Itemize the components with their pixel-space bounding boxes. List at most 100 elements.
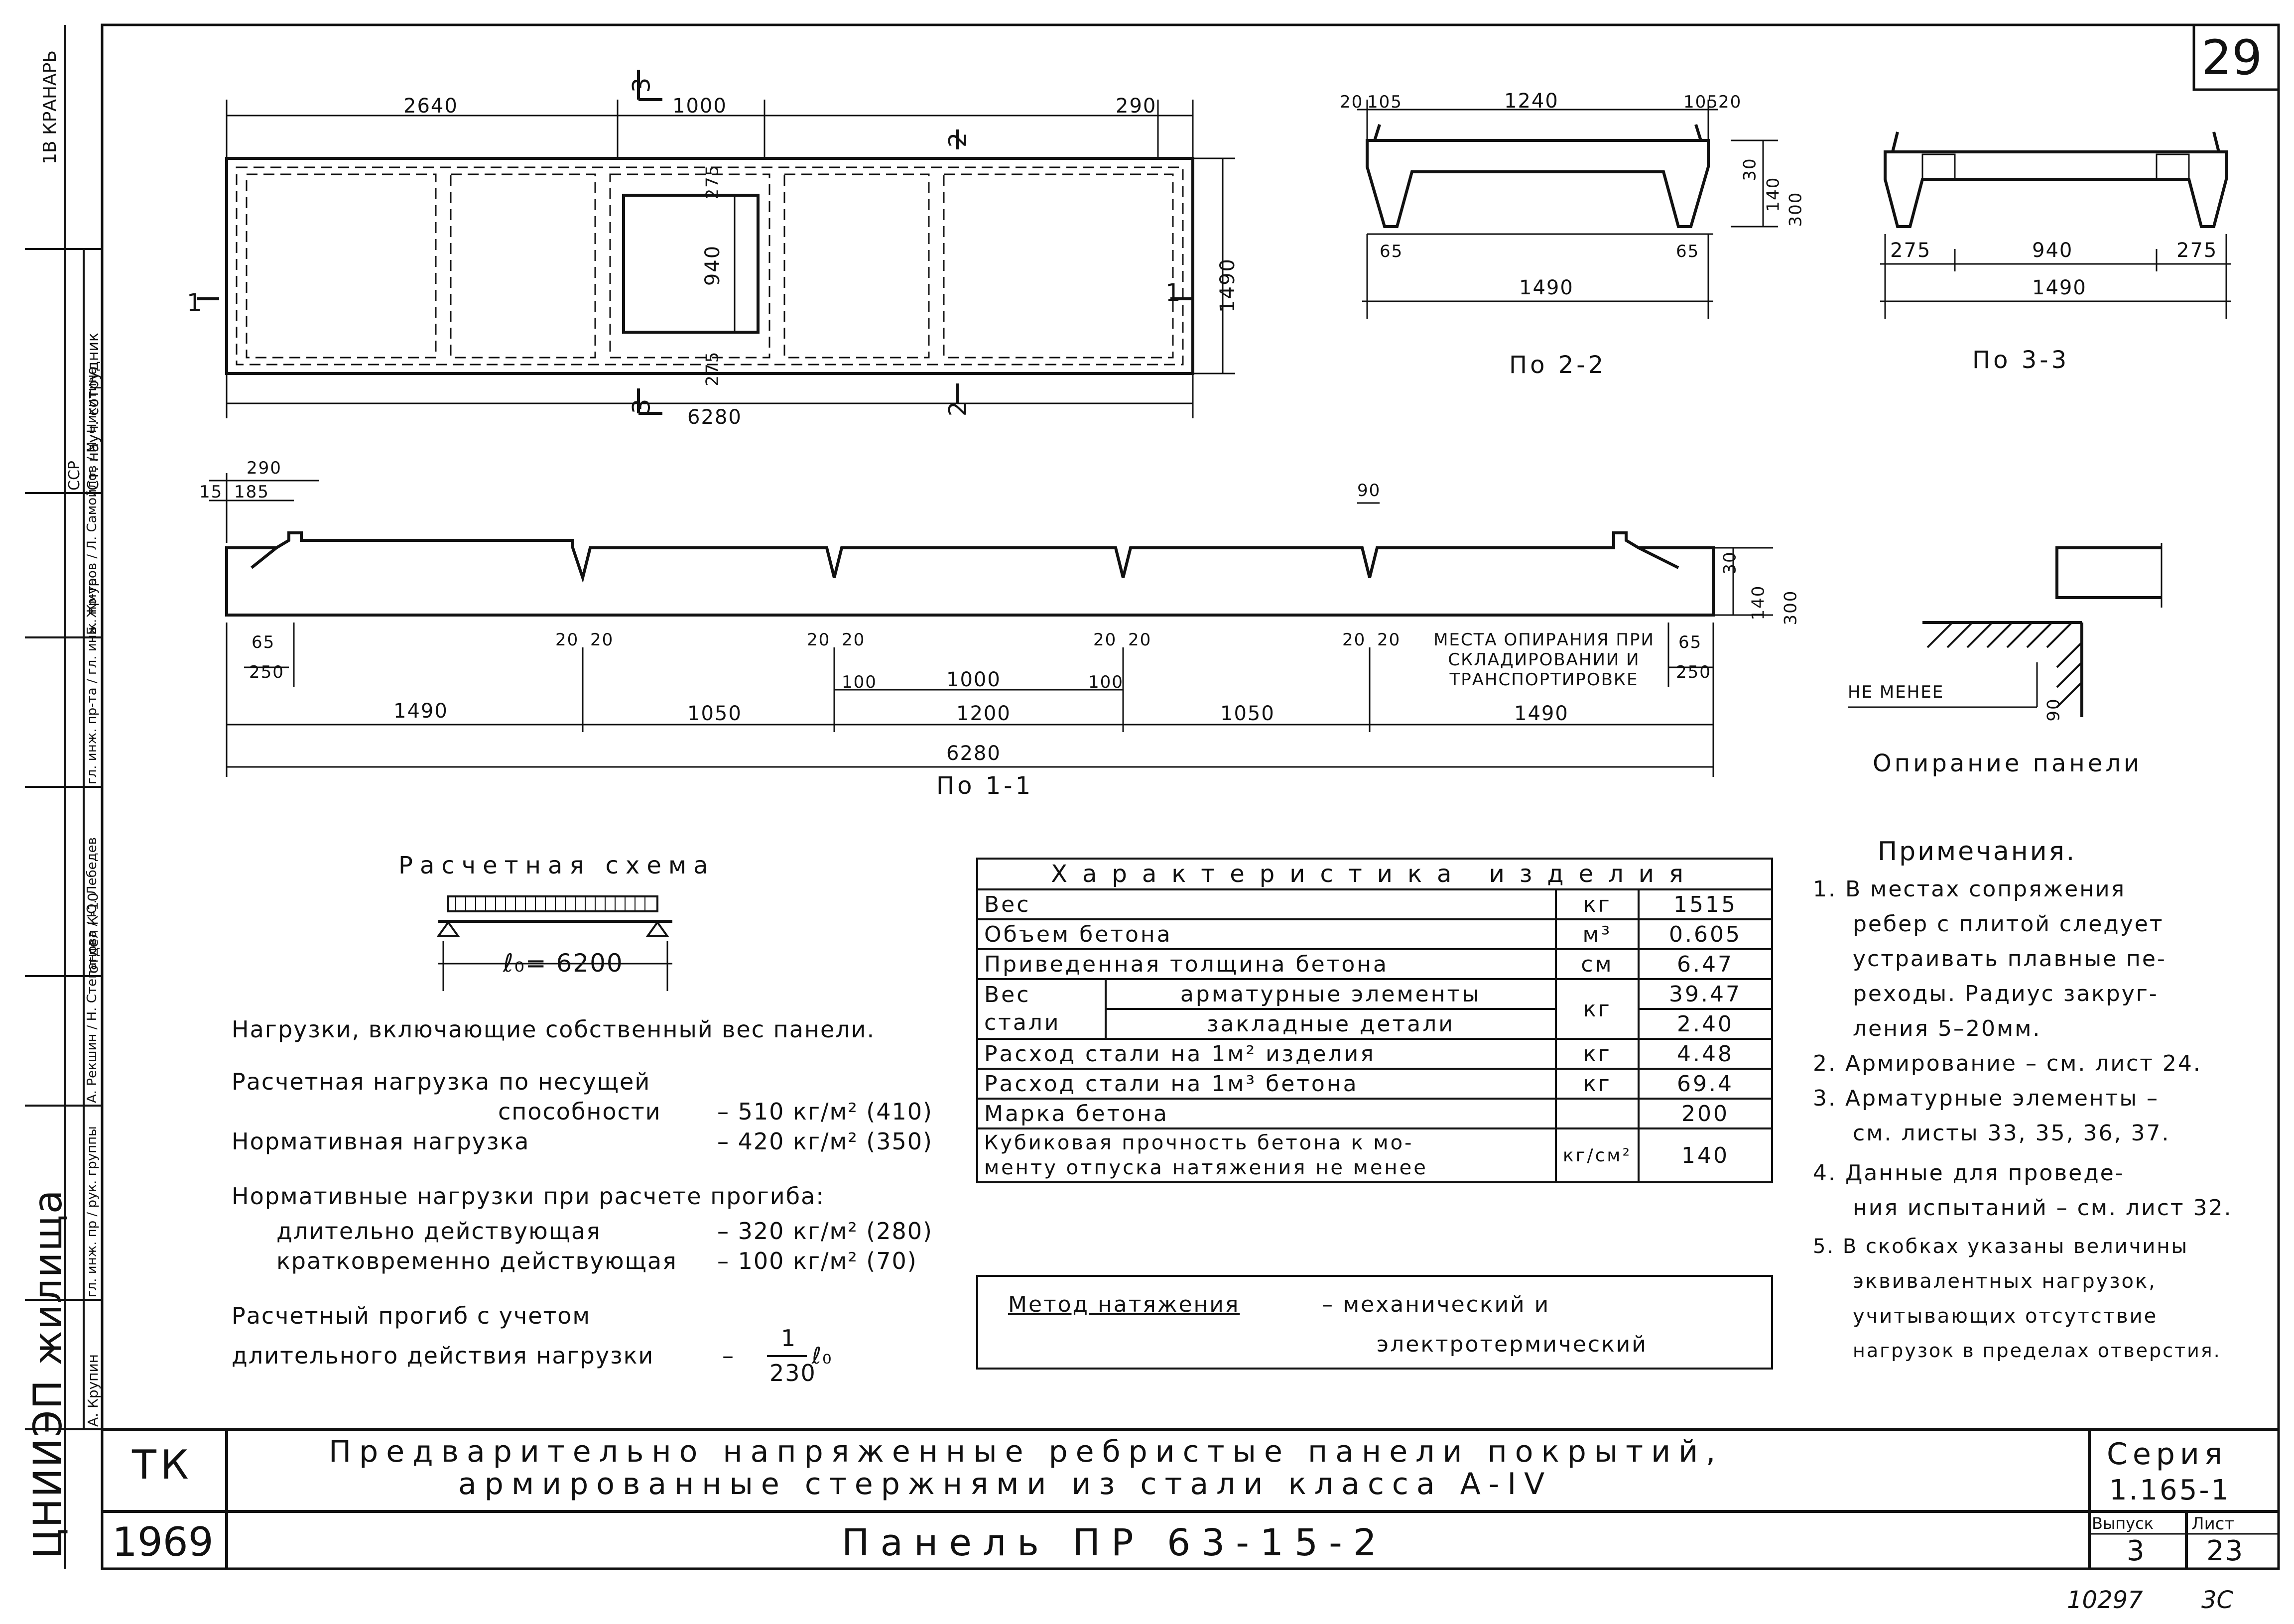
cut-mark-3-bottom: 3 <box>628 395 656 414</box>
normative-load-value: – 420 кг/м² (350) <box>717 1128 933 1155</box>
note-line: 3. Арматурные элементы – <box>1813 1086 2160 1111</box>
table-header: Характеристика изделия <box>976 858 1773 890</box>
s11-dim-300: 300 <box>1781 590 1801 625</box>
row-unit: кг <box>1554 888 1640 920</box>
s11-rib-4a: 20 <box>1342 630 1366 650</box>
deflection-denominator: 230 <box>769 1360 816 1386</box>
s22-caption: По 2-2 <box>1509 351 1607 379</box>
s22-dim-1240: 1240 <box>1504 90 1559 113</box>
row-name: Приведенная толщина бетона <box>976 948 1557 980</box>
steel-sub-1: арматурные элементы <box>1105 978 1557 1010</box>
row-unit <box>1554 1098 1640 1129</box>
cut-mark-2-bottom: 2 <box>944 398 972 417</box>
institute-name: ЦНИИЭП жилища <box>26 1189 71 1559</box>
plan-dim-6280: 6280 <box>687 406 742 429</box>
support-caption: Опирание панели <box>1873 750 2143 777</box>
stamp-row-7: гл. инж. пр / рук. группы <box>85 1126 100 1297</box>
table-row: Приведенная толщина бетона см 6.47 <box>976 948 1773 980</box>
plan-dim-1000: 1000 <box>672 95 727 118</box>
s11-chain-1490b: 1490 <box>1514 702 1569 725</box>
s11-rib-1b: 20 <box>590 630 614 650</box>
s11-rib-4b: 20 <box>1377 630 1401 650</box>
normative-load-label: Нормативная нагрузка <box>232 1128 530 1155</box>
long-load-value: – 320 кг/м² (280) <box>717 1218 933 1245</box>
s11-rib-1a: 20 <box>555 630 579 650</box>
cut-mark-1-right: 1 <box>1165 279 1184 307</box>
s11-dim-290: 290 <box>247 458 282 478</box>
notes-title: Примечания. <box>1878 837 2077 867</box>
plan-dim-2640: 2640 <box>403 95 458 118</box>
table-row: Вес кг 1515 <box>976 888 1773 920</box>
s11-chain-1050a: 1050 <box>687 702 742 725</box>
strength-label: Кубиковая прочность бетона к мо-менту от… <box>976 1127 1557 1183</box>
s11-dim-30: 30 <box>1720 551 1740 575</box>
sheet-label: Лист <box>2191 1514 2235 1534</box>
row-unit: см <box>1554 948 1640 980</box>
table-row: Объем бетона м³ 0.605 <box>976 918 1773 950</box>
table-header-row: Характеристика изделия <box>976 858 1773 890</box>
row-value: 200 <box>1638 1098 1773 1129</box>
s11-dim-100b: 100 <box>1088 672 1124 692</box>
deflection-symbol: ℓ₀ <box>812 1342 833 1369</box>
s11-rib-3a: 20 <box>1093 630 1117 650</box>
section-3-3-outline <box>1884 131 2228 228</box>
s33-dim-275b: 275 <box>2176 239 2218 262</box>
s33-dim-940: 940 <box>2032 239 2073 262</box>
s11-rib-2a: 20 <box>807 630 831 650</box>
s22-dim-140: 140 <box>1763 176 1784 212</box>
row-name: Расход стали на 1м³ бетона <box>976 1068 1557 1100</box>
table-row: Марка бетона 200 <box>976 1098 1773 1129</box>
steel-value-1: 39.47 <box>1638 978 1773 1010</box>
strength-unit: кг/см² <box>1554 1127 1640 1183</box>
s11-chain-1200: 1200 <box>956 702 1011 725</box>
row-value: 6.47 <box>1638 948 1773 980</box>
stamp-row-6: А. Рекшин / Н. Степанова / Ю. Лебедев <box>85 837 100 1103</box>
row-unit: м³ <box>1554 918 1640 950</box>
table-row: Расход стали на 1м³ бетона кг 69.4 <box>976 1068 1773 1100</box>
s11-dim-250a: 250 <box>249 662 284 682</box>
s11-dim-6280: 6280 <box>946 742 1001 765</box>
note-line: ния испытаний – см. лист 32. <box>1853 1195 2233 1221</box>
archive-number: 10297 <box>2067 1586 2143 1614</box>
s11-caption: По 1-1 <box>936 772 1034 800</box>
calc-scheme-diagram <box>436 895 672 991</box>
title-block-grid <box>102 1428 2279 1569</box>
support-note: МЕСТА ОПИРАНИЯ ПРИ СКЛАДИРОВАНИИ И ТРАНС… <box>1433 630 1655 690</box>
s11-chain-1050b: 1050 <box>1220 702 1275 725</box>
deflection-dash: – <box>722 1342 735 1369</box>
section-3-3-dims <box>1880 234 2231 319</box>
support-detail-lines <box>1848 543 2163 717</box>
row-value: 0.605 <box>1638 918 1773 950</box>
row-unit: кг <box>1554 1038 1640 1070</box>
note-line: ления 5–20мм. <box>1853 1016 2041 1041</box>
characteristics-table: Характеристика изделия Вес кг 1515 Объем… <box>976 858 1773 1183</box>
stamp-row-8: А. Крупин <box>85 1354 101 1427</box>
long-load-label: длительно действующая <box>276 1218 601 1245</box>
s33-dim-275a: 275 <box>1890 239 1931 262</box>
deflection-numerator: 1 <box>781 1325 797 1352</box>
s11-dim-100a: 100 <box>842 672 877 692</box>
s22-dim-20a: 20 <box>1340 92 1364 112</box>
steel-label-2: стали <box>984 1010 1061 1035</box>
note-line: ребер с плитой следует <box>1853 911 2164 937</box>
support-dim-90: 90 <box>2043 698 2064 722</box>
s11-dim-250b: 250 <box>1676 662 1711 682</box>
s11-chain-1490a: 1490 <box>393 700 448 723</box>
page-number: 29 <box>2201 30 2263 86</box>
design-load-label-2: способности <box>498 1098 661 1125</box>
strength-line-1: Кубиковая прочность бетона к мо- <box>984 1131 1414 1154</box>
s11-dim-65a: 65 <box>252 632 275 652</box>
s11-dim-65b: 65 <box>1678 632 1702 652</box>
page-number-box <box>2192 23 2280 91</box>
calc-scheme-load-hatch <box>455 896 645 911</box>
design-load-value: – 510 кг/м² (410) <box>717 1098 933 1125</box>
s33-dim-1490: 1490 <box>2032 276 2087 299</box>
s22-dim-105a: 105 <box>1367 92 1402 112</box>
table-row: закладные детали 2.40 <box>977 1008 1773 1040</box>
design-load-label-1: Расчетная нагрузка по несущей <box>232 1068 651 1095</box>
method-text-1: – механический и <box>1322 1292 1550 1317</box>
sheet-value: 23 <box>2206 1535 2244 1567</box>
note-line: 2. Армирование – см. лист 24. <box>1813 1051 2202 1076</box>
